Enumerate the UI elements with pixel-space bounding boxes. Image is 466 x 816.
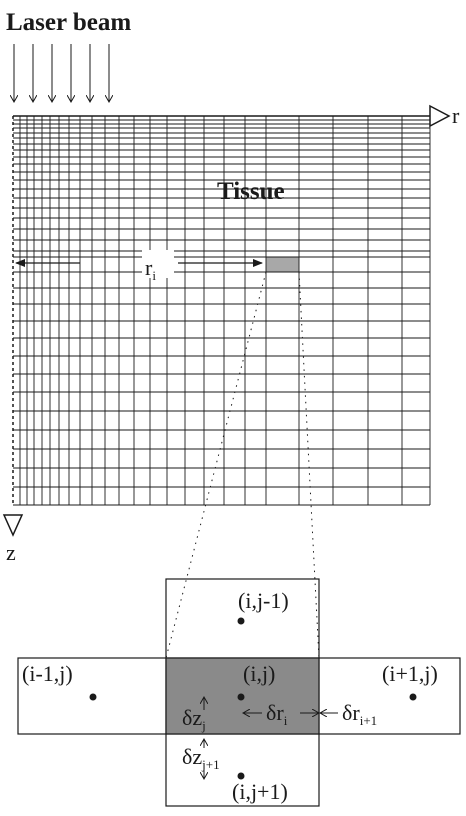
zoom-guide-left bbox=[165, 271, 267, 659]
delta-r-i-label: δri bbox=[266, 700, 288, 728]
laser-beam-arrows bbox=[14, 44, 109, 101]
laser-beam-title: Laser beam bbox=[6, 9, 131, 36]
tissue-label: Tissue bbox=[217, 178, 285, 205]
z-axis-label: z bbox=[6, 540, 16, 565]
cell-label-bottom: (i,j+1) bbox=[232, 779, 288, 804]
cell-label-top: (i,j-1) bbox=[238, 588, 289, 613]
node-dot-right bbox=[409, 693, 417, 701]
delta-z-j1-label: δzj+1 bbox=[182, 744, 220, 772]
cell-label-center: (i,j) bbox=[243, 661, 275, 686]
node-dot-top bbox=[237, 617, 245, 625]
r-axis-arrowhead bbox=[429, 104, 451, 128]
r-axis-label: r bbox=[452, 103, 460, 128]
node-dot-center bbox=[237, 693, 245, 701]
cell-label-left: (i-1,j) bbox=[22, 661, 73, 686]
cell-label-right: (i+1,j) bbox=[382, 661, 438, 686]
node-dot-bottom bbox=[237, 772, 245, 780]
node-dot-left bbox=[89, 693, 97, 701]
zoom-guide-right bbox=[298, 271, 320, 659]
highlighted-grid-cell bbox=[266, 257, 299, 272]
radius-label: ri bbox=[145, 255, 156, 283]
z-axis-arrowhead bbox=[2, 514, 24, 537]
tissue-mesh-grid bbox=[13, 116, 431, 506]
delta-z-j-label: δzj bbox=[182, 705, 206, 733]
delta-r-i1-label: δri+1 bbox=[342, 700, 377, 728]
